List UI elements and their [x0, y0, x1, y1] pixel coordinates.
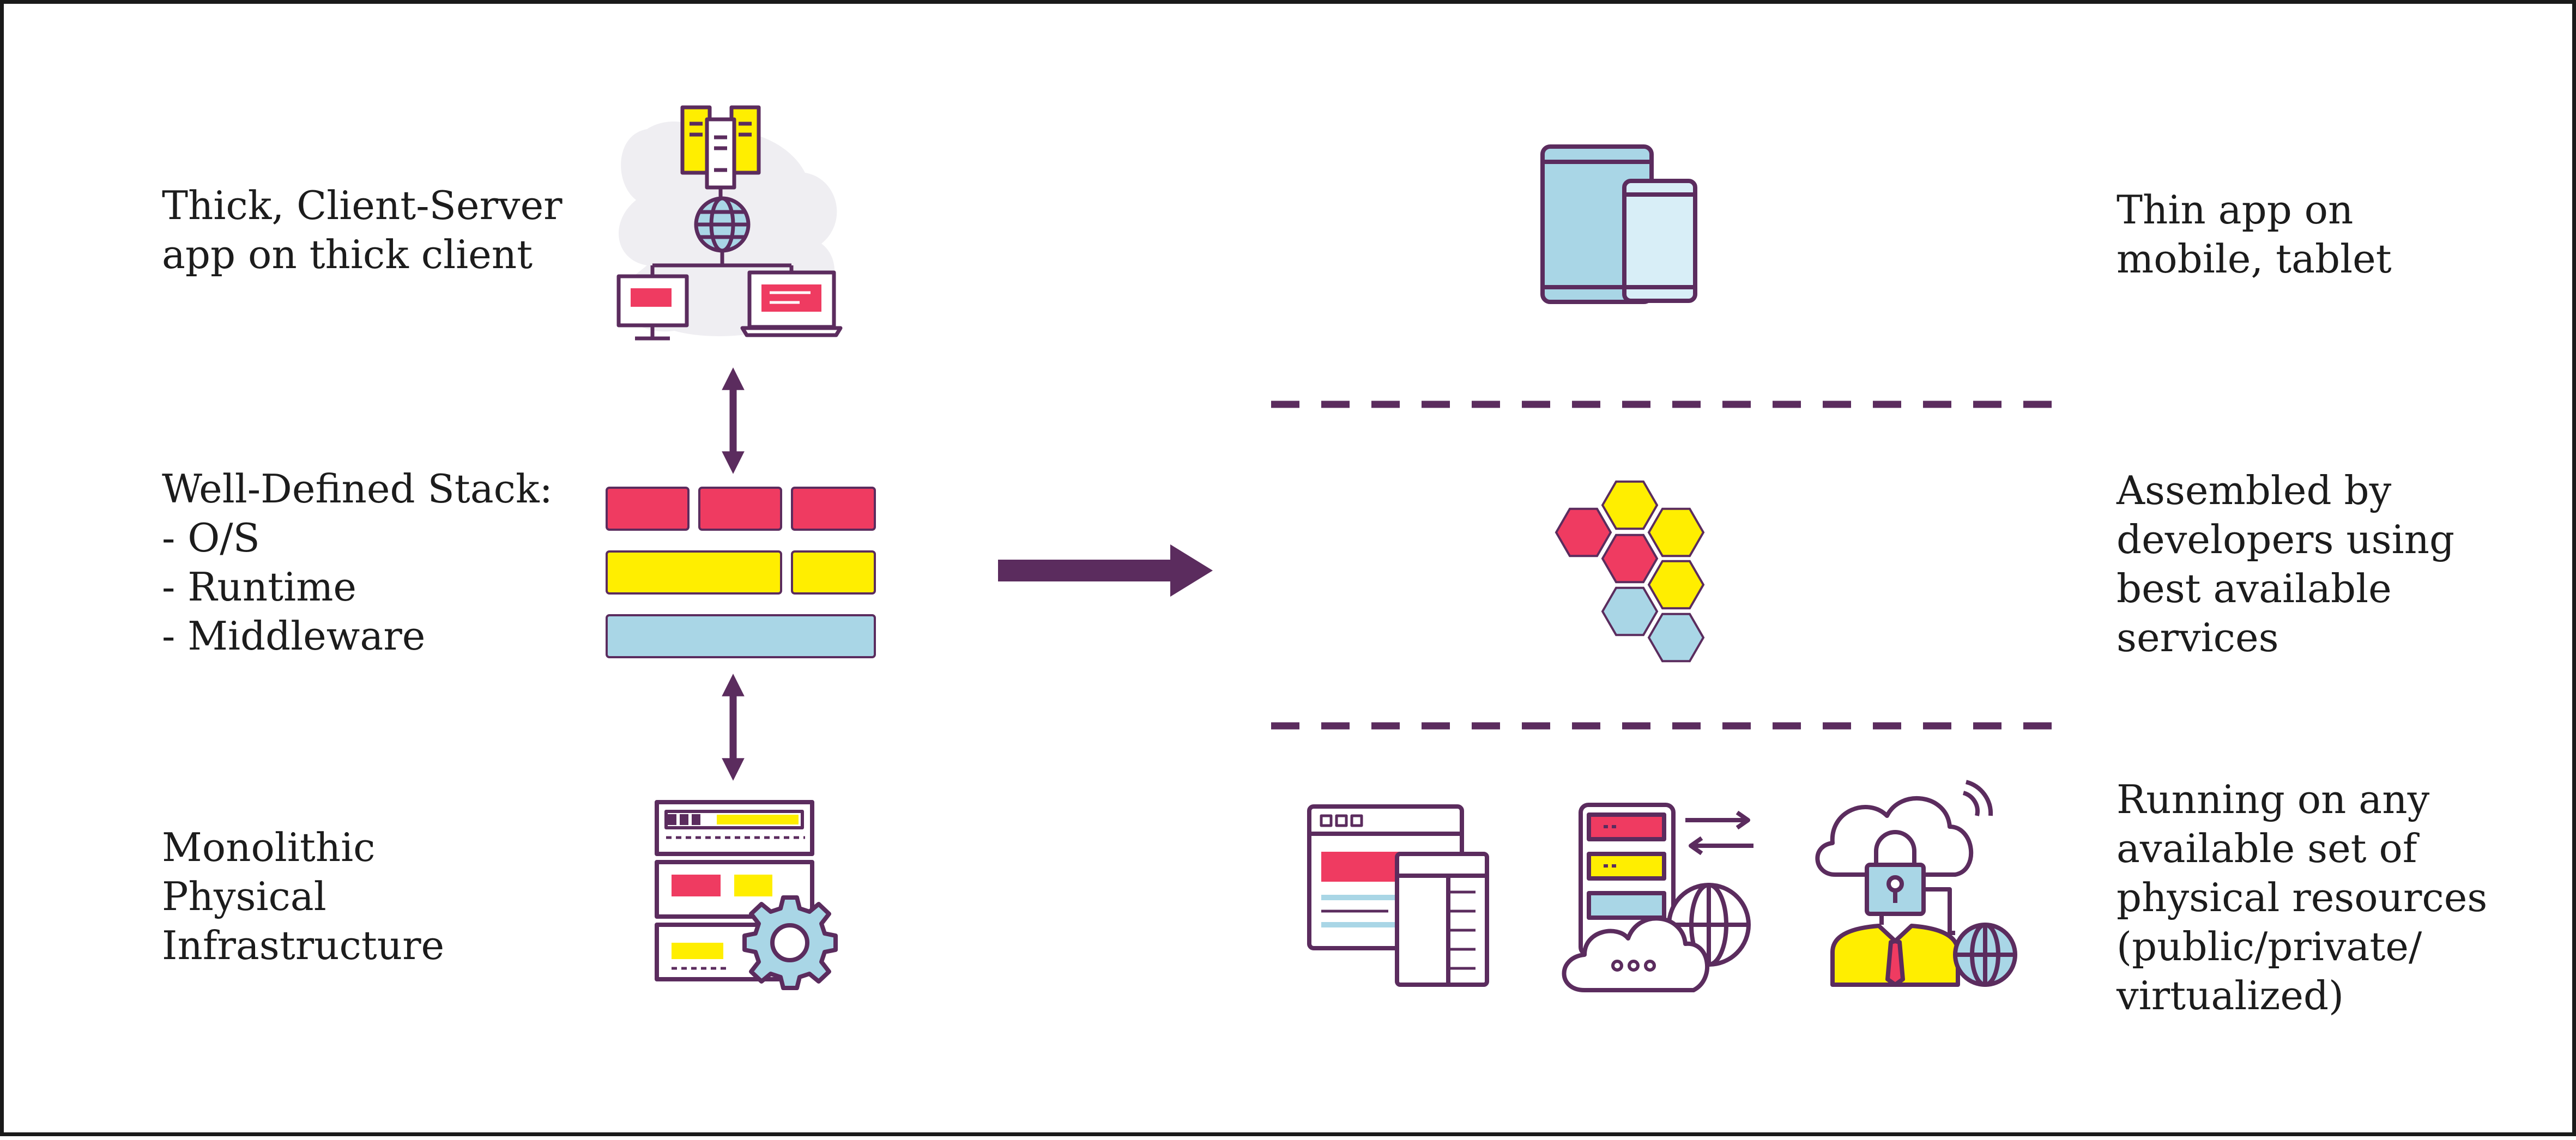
- label-line: Assembled by: [2117, 468, 2392, 513]
- hexagon-cell: [1601, 533, 1659, 584]
- label-line: best available: [2117, 566, 2392, 611]
- label-line: Thin app on: [2117, 187, 2354, 233]
- server-rack-gear-icon: [655, 800, 838, 990]
- tablet-phone-icon: [1540, 144, 1697, 304]
- hexagon-cell: [1647, 560, 1705, 610]
- hexagon-cell: [1647, 507, 1705, 557]
- hexagon-cell: [1601, 480, 1659, 530]
- cloud-server-globe-icon: [1562, 803, 1753, 992]
- label-line: - O/S: [162, 515, 260, 561]
- layered-stack-icon: [606, 487, 876, 658]
- label-line: developers using: [2117, 517, 2455, 562]
- running-label: Running on any available set of physical…: [2117, 775, 2487, 1020]
- label-line: Infrastructure: [162, 923, 445, 968]
- label-line: app on thick client: [162, 232, 533, 277]
- label-line: - Middleware: [162, 613, 426, 659]
- infrastructure-label: Monolithic Physical Infrastructure: [162, 823, 444, 970]
- hexagon-cell: [1601, 586, 1659, 636]
- thick-client-label: Thick, Client-Server app on thick client: [162, 181, 563, 279]
- label-line: available set of: [2117, 826, 2417, 871]
- client-server-network-icon: [616, 105, 843, 341]
- label-line: mobile, tablet: [2117, 236, 2392, 282]
- label-line: services: [2117, 615, 2279, 660]
- label-line: physical resources: [2117, 875, 2488, 920]
- label-line: Physical: [162, 874, 326, 919]
- thin-app-label: Thin app on mobile, tablet: [2117, 185, 2392, 283]
- hexagon-cell: [1647, 613, 1705, 663]
- label-line: (public/private/: [2117, 924, 2422, 969]
- honeycomb-services-icon: [1555, 480, 1705, 663]
- label-line: Thick, Client-Server: [162, 183, 563, 228]
- assembled-label: Assembled by developers using best avail…: [2117, 466, 2454, 662]
- label-line: virtualized): [2117, 973, 2344, 1018]
- browser-windows-icon: [1307, 804, 1489, 987]
- label-line: Well-Defined Stack:: [162, 466, 553, 512]
- secure-cloud-user-icon: [1815, 780, 2017, 987]
- label-line: Running on any: [2117, 777, 2430, 822]
- label-line: Monolithic: [162, 824, 376, 870]
- right-arrow-icon: [998, 544, 1213, 597]
- hexagon-cell: [1555, 507, 1612, 557]
- stack-label: Well-Defined Stack: - O/S - Runtime - Mi…: [162, 464, 553, 660]
- diagram-artwork: [606, 105, 2070, 992]
- label-line: - Runtime: [162, 564, 357, 610]
